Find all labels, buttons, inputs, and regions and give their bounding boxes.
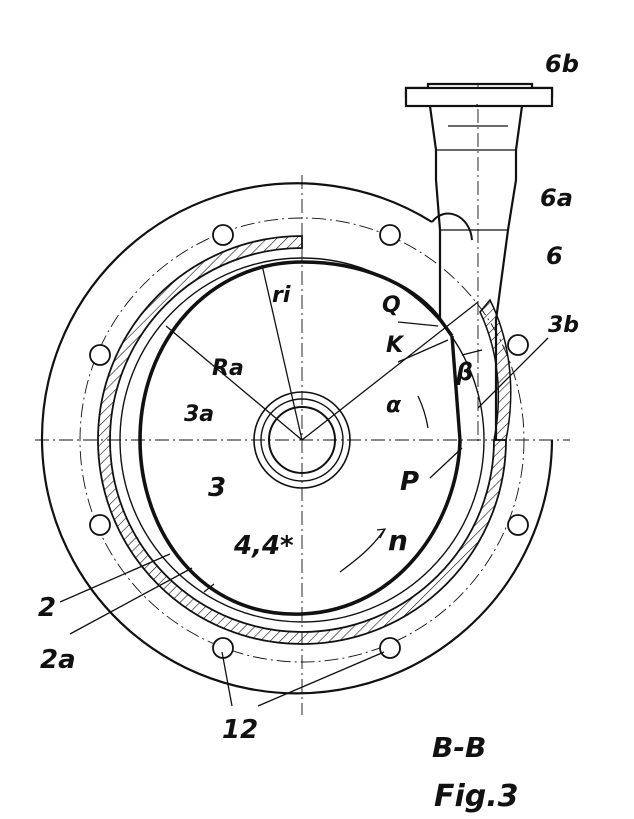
hub [253, 391, 351, 489]
label-3: 3 [208, 473, 226, 503]
label-k: K [386, 333, 405, 358]
label-ri: ri [272, 283, 291, 308]
label-6b: 6b [545, 50, 579, 78]
bolt-hole [379, 637, 401, 659]
label-n: n [388, 524, 408, 557]
bolt-hole [212, 224, 234, 246]
bolt-hole [89, 344, 111, 366]
outlet-pipe [404, 82, 554, 441]
outer-casing-flange [40, 182, 554, 695]
label-4: 4,4* [233, 531, 294, 561]
bolt-hole [507, 514, 529, 536]
bolt-circle [79, 217, 525, 663]
bolt-holes [89, 224, 529, 659]
centerlines [35, 85, 570, 715]
label-p: P [400, 467, 419, 497]
section-label: B-B [432, 731, 486, 764]
label-q: Q [382, 293, 401, 318]
label-2: 2 [38, 593, 56, 623]
labels: 6b 6a 6 Q K 3b ri Ra β α 3a 3 P 4,4* n 2… [38, 50, 579, 814]
tongue-3b [450, 335, 462, 441]
bolt-hole [379, 224, 401, 246]
label-3a: 3a [184, 402, 214, 427]
bolt-hole [89, 514, 111, 536]
leader-lines [59, 104, 549, 707]
label-3b: 3b [548, 313, 579, 338]
label-6: 6 [546, 242, 563, 270]
volute-outer-hatch [479, 298, 512, 441]
figure-caption: Fig.3 [434, 779, 519, 814]
label-ra: Ra [212, 356, 244, 381]
label-12: 12 [222, 715, 258, 745]
label-beta: β [455, 358, 473, 386]
bolt-hole [507, 334, 529, 356]
casing-wall [97, 235, 512, 645]
label-alpha: α [386, 393, 402, 418]
volute-outline [138, 260, 462, 616]
label-6a: 6a [540, 184, 573, 212]
label-2a: 2a [40, 645, 76, 675]
outlet-flange [404, 86, 554, 108]
